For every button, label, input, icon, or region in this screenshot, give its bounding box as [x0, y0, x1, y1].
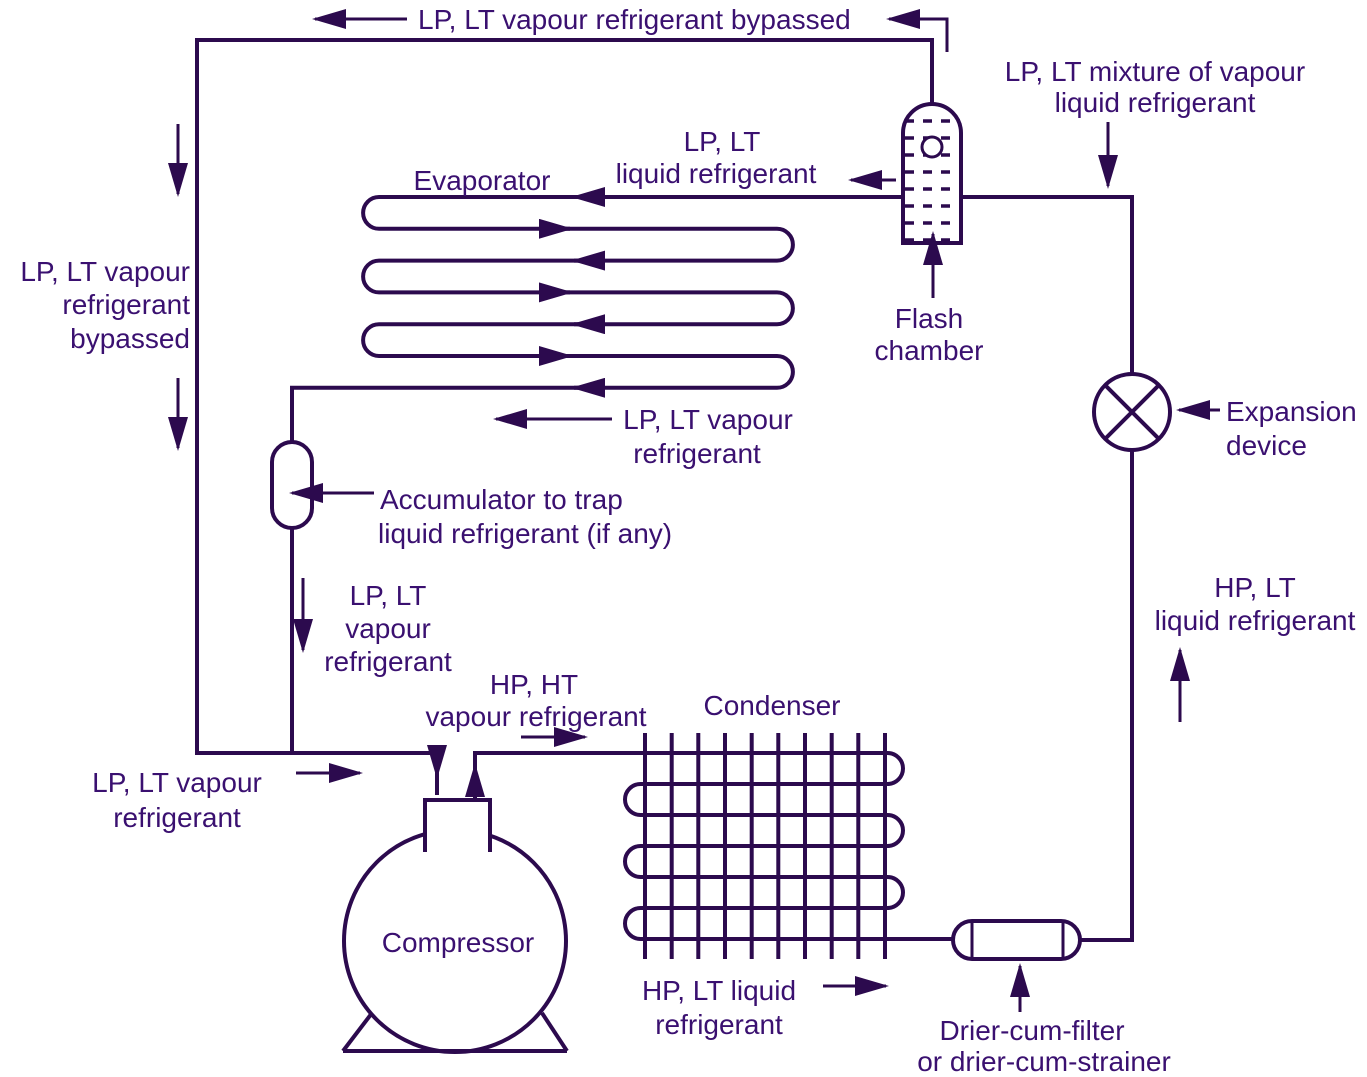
label-flash-inlet-line1: LP, LT — [684, 126, 761, 157]
label-comp-in-line2: refrigerant — [113, 802, 241, 833]
label-condenser: Condenser — [704, 690, 841, 721]
compressor-neck — [423, 798, 492, 852]
label-cond-out-line1: HP, LT liquid — [642, 975, 796, 1006]
label-top-bypass: LP, LT vapour refrigerant bypassed — [418, 4, 851, 35]
annotation-arrows — [168, 8, 1220, 1012]
label-left-bypass-line2: refrigerant — [62, 289, 190, 320]
expansion-device — [1092, 372, 1172, 452]
label-discharge-line2: vapour refrigerant — [425, 701, 646, 732]
label-expansion-line2: device — [1226, 430, 1307, 461]
label-evaporator: Evaporator — [414, 165, 551, 196]
condenser-fins — [643, 733, 887, 959]
label-left-bypass-line1: LP, LT vapour — [20, 256, 190, 287]
labels: LP, LT vapour refrigerant bypassed LP, L… — [20, 4, 1356, 1077]
condenser-coil — [473, 751, 953, 941]
compressor — [341, 798, 569, 1054]
compressor-foot-right — [540, 1011, 569, 1053]
label-comp-in-line1: LP, LT vapour — [92, 767, 262, 798]
accumulator-vessel — [270, 440, 314, 530]
label-accumulator-line2: liquid refrigerant (if any) — [378, 518, 672, 549]
drier-end-caps — [970, 921, 1065, 959]
label-suction-line2: vapour — [345, 613, 431, 644]
label-mixture-line1: LP, LT mixture of vapour — [1005, 56, 1305, 87]
label-flash-inlet-line2: liquid refrigerant — [616, 158, 817, 189]
label-drier-line1: Drier-cum-filter — [939, 1015, 1124, 1046]
label-suction-line3: refrigerant — [324, 646, 452, 677]
label-evap-out-line1: LP, LT vapour — [623, 404, 793, 435]
label-discharge-line1: HP, HT — [490, 669, 578, 700]
drier-filter — [951, 919, 1082, 961]
accumulator — [270, 440, 314, 530]
evaporator-coil — [290, 195, 903, 753]
label-flash-line1: Flash — [895, 303, 963, 334]
label-right-liquid-line2: liquid refrigerant — [1155, 605, 1356, 636]
liquid-line-lower — [1081, 450, 1134, 942]
label-suction-line1: LP, LT — [350, 580, 427, 611]
flash-chamber — [901, 102, 963, 245]
label-evap-out-line2: refrigerant — [633, 438, 761, 469]
label-expansion-line1: Expansion — [1226, 396, 1357, 427]
top-bypass-arrow-hook — [886, 8, 949, 52]
expansion-valve-cross — [1103, 383, 1161, 441]
flow-arrows — [427, 187, 605, 797]
label-mixture-line2: liquid refrigerant — [1055, 87, 1256, 118]
compressor-foot-left — [341, 1011, 374, 1053]
label-drier-line2: or drier-cum-strainer — [917, 1046, 1171, 1077]
label-flash-line2: chamber — [875, 335, 984, 366]
flash-chamber-float-icon — [920, 135, 944, 159]
label-left-bypass-line3: bypassed — [70, 323, 190, 354]
label-right-liquid-line1: HP, LT — [1214, 572, 1295, 603]
label-compressor: Compressor — [382, 927, 534, 958]
drier-vessel — [951, 919, 1082, 961]
liquid-line-upper — [962, 195, 1134, 374]
label-accumulator-line1: Accumulator to trap — [380, 484, 623, 515]
label-cond-out-line2: refrigerant — [655, 1009, 783, 1040]
